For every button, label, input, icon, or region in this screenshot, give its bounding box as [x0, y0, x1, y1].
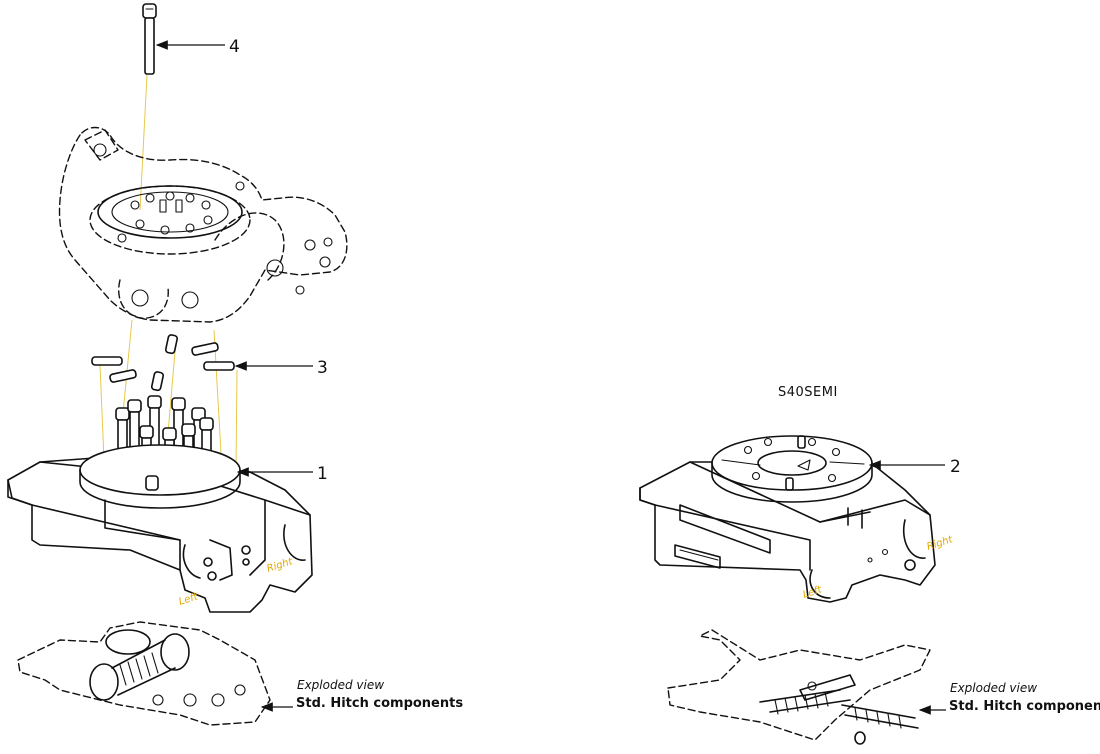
hitch-components-caption-left: Std. Hitch components	[296, 696, 463, 711]
exploded-view-caption-left: Exploded view	[297, 678, 384, 692]
model-title: S40SEMI	[778, 385, 838, 400]
exploded-view-caption-right: Exploded view	[950, 681, 1037, 695]
keys-part-3	[91, 334, 235, 392]
callout-3-label: 3	[317, 358, 328, 378]
hitch-components-caption-right: Std. Hitch components	[949, 699, 1100, 714]
callout-2-label: 2	[950, 457, 961, 477]
hitch-assembly-right	[639, 435, 936, 603]
callout-4-label: 4	[229, 37, 240, 57]
bolt-part-4	[142, 3, 157, 75]
exploded-sketch-right	[667, 629, 931, 745]
exploded-sketch-left	[17, 621, 271, 726]
callout-leaders	[155, 40, 946, 715]
upper-hitch-body-dashed	[58, 126, 348, 323]
hitch-assembly-left	[7, 444, 313, 613]
callout-1-label: 1	[317, 464, 328, 484]
